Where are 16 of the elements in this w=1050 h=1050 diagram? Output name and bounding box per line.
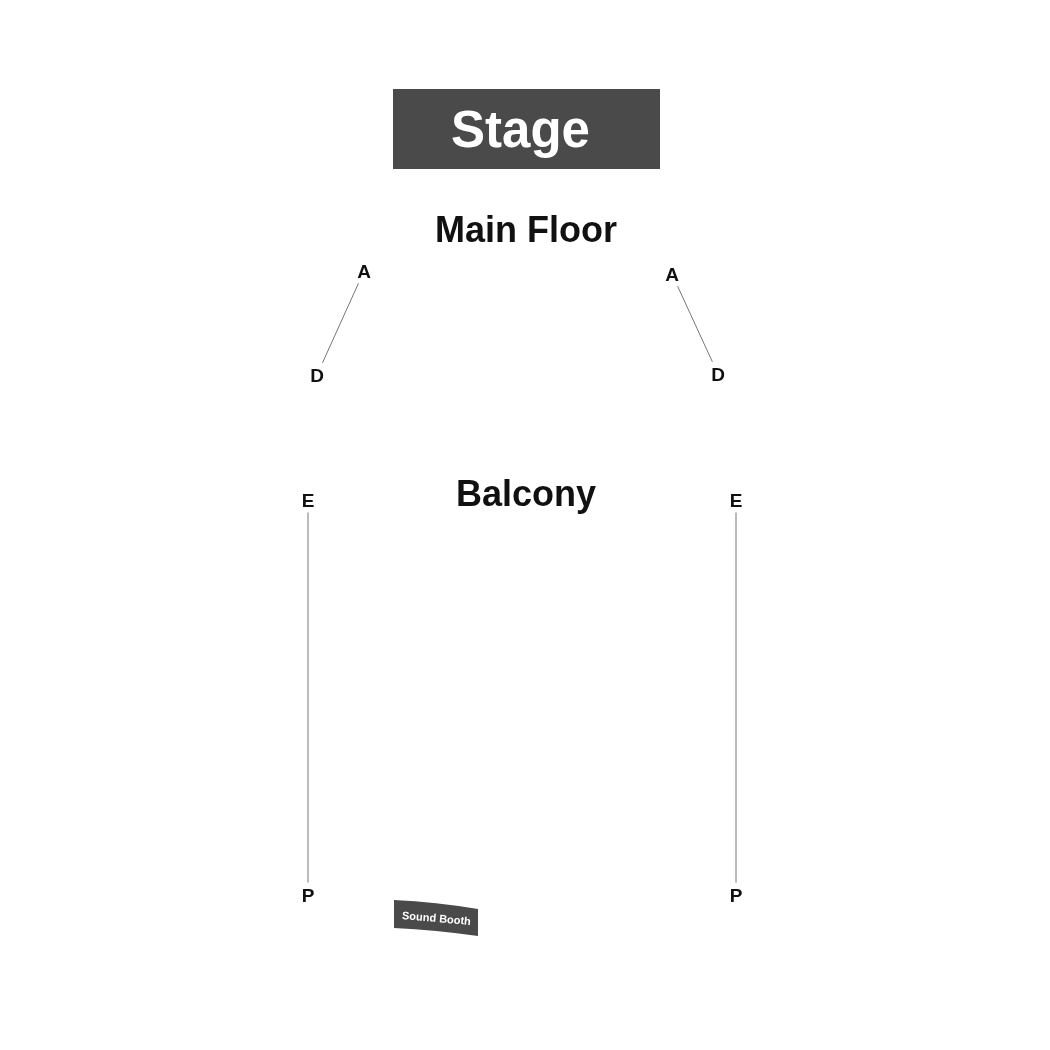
row-range-line [307, 512, 309, 883]
booth-label: Sound Booth [401, 909, 471, 927]
section-heading: Main Floor [435, 212, 617, 248]
row-letter: E [301, 490, 315, 510]
row-letter: A [665, 264, 679, 284]
row-letter: P [301, 885, 315, 905]
row-range-line [322, 282, 359, 364]
section-heading: Balcony [456, 476, 597, 512]
row-letter: E [729, 490, 743, 510]
row-letter: D [310, 365, 324, 385]
stage-block: Stage [393, 89, 660, 169]
row-letter: A [357, 261, 371, 281]
row-letter: P [729, 885, 743, 905]
row-range-line [735, 512, 737, 883]
row-letter: D [711, 364, 725, 384]
row-range-line [677, 285, 713, 363]
